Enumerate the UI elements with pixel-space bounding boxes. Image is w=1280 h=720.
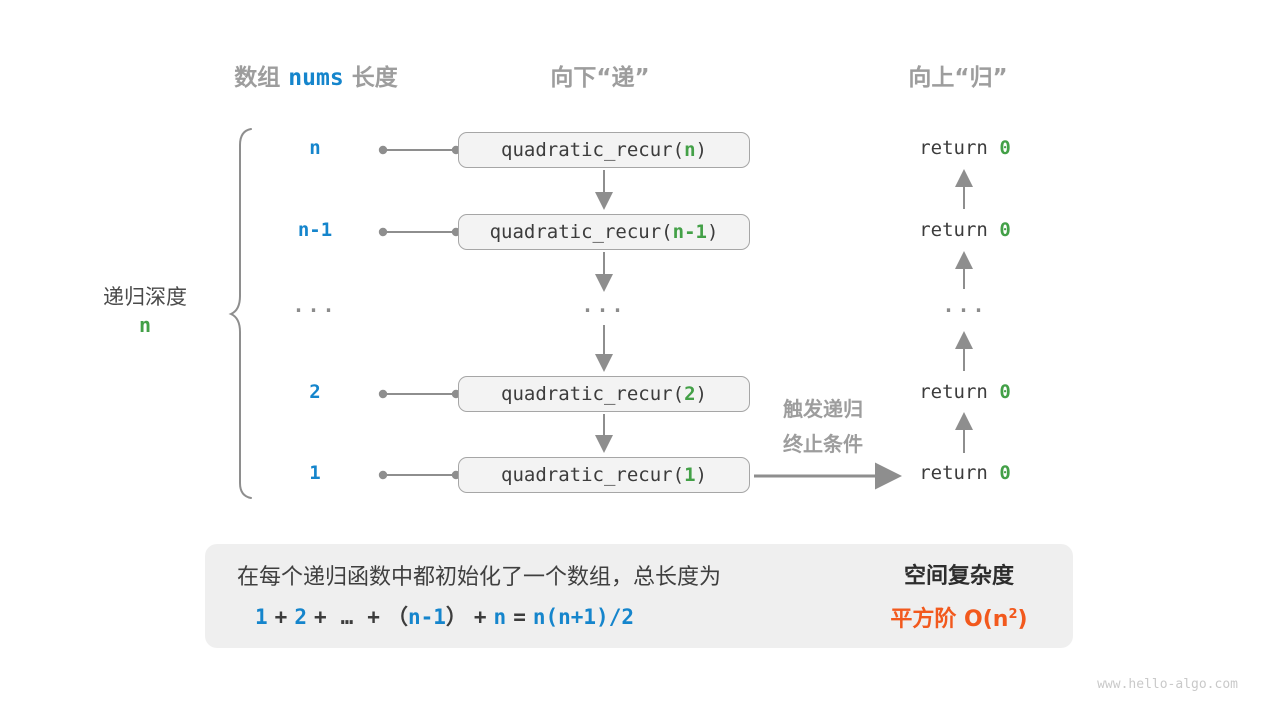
call-arg: 1 (684, 464, 696, 486)
return-value: 0 (999, 462, 1011, 484)
summary-sentence: 在每个递归函数中都初始化了一个数组，总长度为 (237, 565, 722, 590)
base-case-line2: 终止条件 (783, 432, 863, 456)
header-array-pre: 数组 (234, 65, 289, 91)
return-value: 0 (999, 219, 1011, 241)
return-statement-1: return 0 (880, 462, 1050, 484)
depth-brace (228, 128, 252, 499)
formula-token: + (274, 605, 288, 629)
formula-token: … (340, 605, 354, 629)
recursion-depth-value: n (138, 313, 152, 337)
call-box-1: quadratic_recur(1) (458, 457, 750, 493)
call-text: quadratic_recur( (501, 139, 685, 161)
formula-token: + (313, 605, 327, 629)
call-box-n: quadratic_recur(n) (458, 132, 750, 168)
depth-label-n-1: n-1 (297, 219, 333, 241)
return-value: 0 (999, 381, 1011, 403)
header-return: 向上“归” (908, 65, 1008, 91)
return-keyword: return (919, 137, 1000, 159)
call-arg: n-1 (672, 221, 707, 243)
depth-label-1: 1 (309, 462, 321, 484)
header-descend: 向下“递” (550, 65, 650, 91)
space-complexity-value: 平方阶 O(n2) (845, 601, 1073, 633)
base-case-line1: 触发递归 (783, 397, 863, 421)
call-box-n-1: quadratic_recur(n-1) (458, 214, 750, 250)
call-arg: 2 (684, 383, 696, 405)
left-connectors (378, 145, 461, 480)
return-keyword: return (919, 381, 1000, 403)
return-value: 0 (999, 137, 1011, 159)
call-arg: n (684, 139, 696, 161)
call-text: ) (695, 383, 707, 405)
complexity-exponent: 2 (1008, 607, 1018, 622)
complexity-text: ) (1017, 607, 1028, 632)
depth-label-2: 2 (309, 381, 321, 403)
call-box-2: quadratic_recur(2) (458, 376, 750, 412)
return-statement-n: return 0 (880, 137, 1050, 159)
formula-token: + (367, 605, 380, 629)
complexity-text: 平方阶 O(n (890, 607, 1009, 632)
call-text: quadratic_recur( (501, 383, 685, 405)
return-keyword: return (919, 219, 1000, 241)
summary-panel: 在每个递归函数中都初始化了一个数组，总长度为 1+2+…+（n-1）+n=n(n… (205, 544, 1073, 648)
formula-token: （ (386, 605, 408, 629)
watermark: www.hello-algo.com (1097, 677, 1238, 692)
call-text: ) (706, 221, 719, 243)
call-text: quadratic_recur( (489, 221, 673, 243)
ellipsis-call-column: ... (581, 293, 627, 317)
return-keyword: return (919, 462, 1000, 484)
return-statement-2: return 0 (880, 381, 1050, 403)
formula-token: 2 (294, 605, 307, 629)
formula-token: n (493, 605, 507, 629)
formula-token: n-1 (407, 605, 446, 629)
call-text: ) (695, 464, 707, 486)
header-nums-code: nums (288, 65, 344, 91)
formula-token: n(n+1)/2 (532, 605, 634, 629)
formula-token: 1 (255, 605, 268, 629)
call-text: quadratic_recur( (501, 464, 685, 486)
depth-label-n: n (309, 137, 321, 159)
header-array-length: 数组 nums 长度 (196, 58, 436, 91)
return-statement-n-1: return 0 (880, 219, 1050, 241)
summary-formula: 1+2+…+（n-1）+n=n(n+1)/2 (255, 601, 634, 631)
recursion-depth-label: 递归深度 (103, 285, 187, 309)
space-complexity-title: 空间复杂度 (903, 564, 1014, 589)
header-array-post: 长度 (343, 65, 398, 91)
formula-token: = (513, 605, 526, 629)
formula-token: + (473, 605, 487, 629)
formula-token: ） (445, 605, 467, 629)
ellipsis-return-column: ... (942, 293, 988, 317)
base-case-note: 触发递归 终止条件 (758, 392, 888, 462)
ellipsis-depth-column: ... (292, 293, 338, 317)
call-text: ) (695, 139, 707, 161)
